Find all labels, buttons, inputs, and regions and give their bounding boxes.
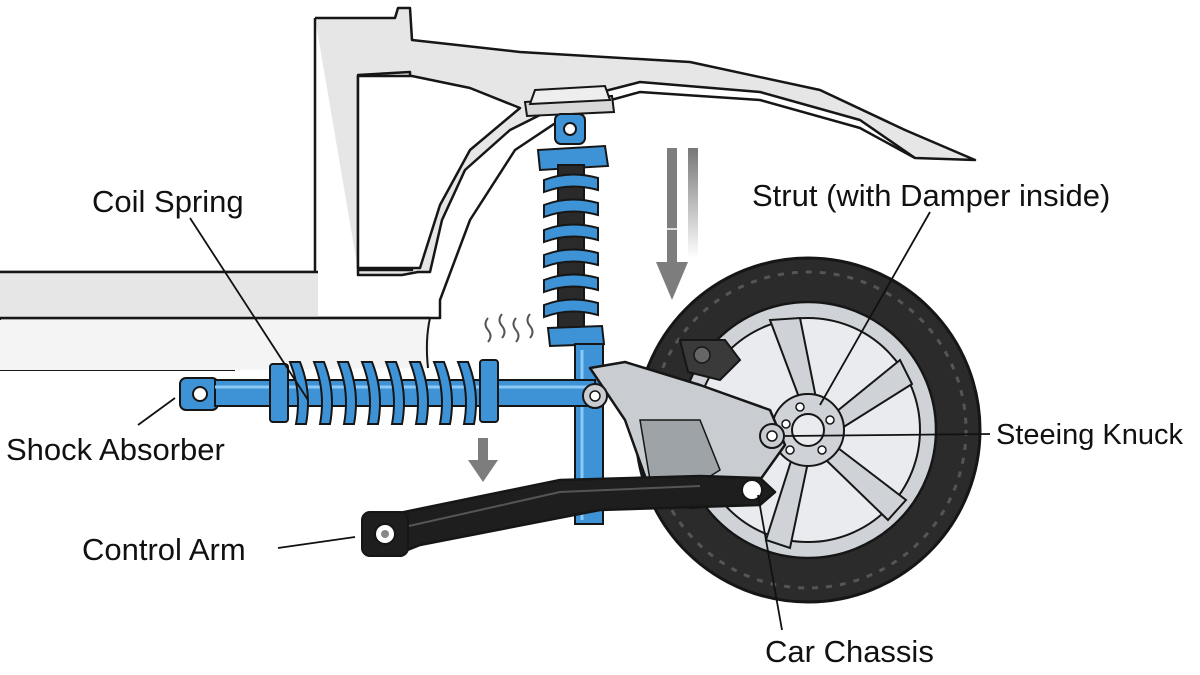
label-car-chassis: Car Chassis [765, 634, 934, 669]
strut-top-mount [523, 84, 616, 118]
chassis-window-frame [0, 18, 916, 320]
label-strut: Strut (with Damper inside) [752, 178, 1110, 213]
control-arm [361, 474, 777, 557]
leader-shock-absorber [137, 397, 176, 426]
chassis-lower-rail [0, 272, 318, 318]
down-arrow-icon [468, 438, 498, 482]
label-coil-spring: Coil Spring [92, 184, 244, 219]
car-chassis-frame [0, 6, 977, 371]
down-arrow-icon [656, 148, 698, 300]
label-steering-knuckle: Steeing Knuck [996, 419, 1184, 451]
label-control-arm: Control Arm [82, 532, 246, 567]
label-shock-absorber: Shock Absorber [6, 432, 225, 467]
chassis-window [356, 74, 522, 270]
strut-coil-spring [543, 173, 599, 319]
leader-steering-knuckle [784, 433, 991, 437]
leader-control-arm [277, 536, 356, 549]
leader-coil-spring [189, 217, 309, 401]
leader-car-chassis [757, 494, 783, 631]
strut-assembly [536, 113, 610, 525]
leader-lines [137, 211, 991, 631]
heat-wave-icon [484, 313, 534, 343]
coil-spring [288, 361, 477, 425]
chassis-upper-body [315, 6, 977, 277]
horizontal-shock-absorber [179, 359, 596, 425]
leader-strut [819, 211, 931, 406]
